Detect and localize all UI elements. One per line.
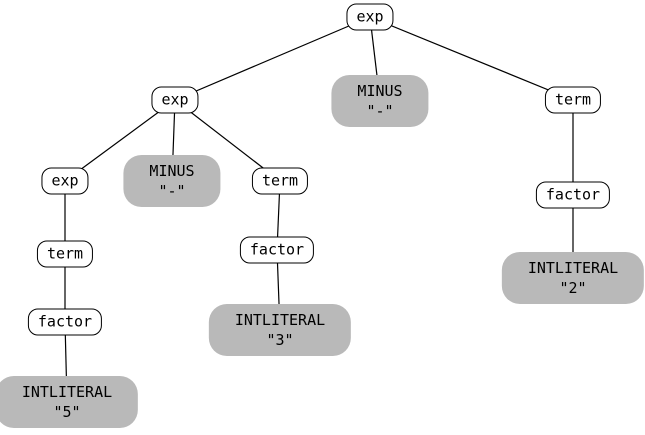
edge-exproot-expa — [174, 16, 371, 101]
token-lexeme: "3" — [266, 331, 294, 349]
node-label: exp — [356, 7, 384, 26]
edge-exproot-termc — [369, 16, 574, 101]
node-exp-root: exp — [346, 3, 394, 31]
node-intliteral-3: INTLITERAL "3" — [208, 304, 352, 356]
node-label: term — [46, 244, 84, 263]
node-term-left: term — [36, 240, 94, 268]
node-label: exp — [51, 171, 79, 190]
node-exp-leftmost: exp — [41, 167, 89, 195]
token-lexeme: "-" — [366, 102, 394, 120]
node-label: factor — [545, 185, 601, 204]
node-term-right: term — [544, 86, 602, 114]
node-intliteral-5: INTLITERAL "5" — [0, 376, 139, 428]
token-name: INTLITERAL — [234, 311, 326, 329]
token-lexeme: "-" — [158, 182, 186, 200]
node-minus-token-left: MINUS "-" — [123, 155, 221, 207]
node-label: factor — [37, 312, 93, 331]
edge-expa-expb — [64, 99, 176, 182]
token-name: INTLITERAL — [21, 383, 113, 401]
node-factor-right: factor — [535, 181, 611, 209]
node-label: exp — [161, 90, 189, 109]
node-label: term — [261, 171, 299, 190]
node-minus-token-top: MINUS "-" — [331, 75, 429, 127]
node-label: factor — [249, 240, 305, 259]
node-label: term — [554, 90, 592, 109]
node-factor-middle: factor — [239, 236, 315, 264]
node-term-middle: term — [251, 167, 309, 195]
node-exp-left: exp — [151, 86, 199, 114]
token-lexeme: "2" — [559, 279, 587, 297]
token-name: INTLITERAL — [527, 259, 619, 277]
token-lexeme: "5" — [53, 403, 81, 421]
node-factor-left: factor — [27, 308, 103, 336]
token-name: MINUS — [149, 162, 195, 180]
token-name: MINUS — [357, 82, 403, 100]
node-intliteral-2: INTLITERAL "2" — [501, 252, 645, 304]
